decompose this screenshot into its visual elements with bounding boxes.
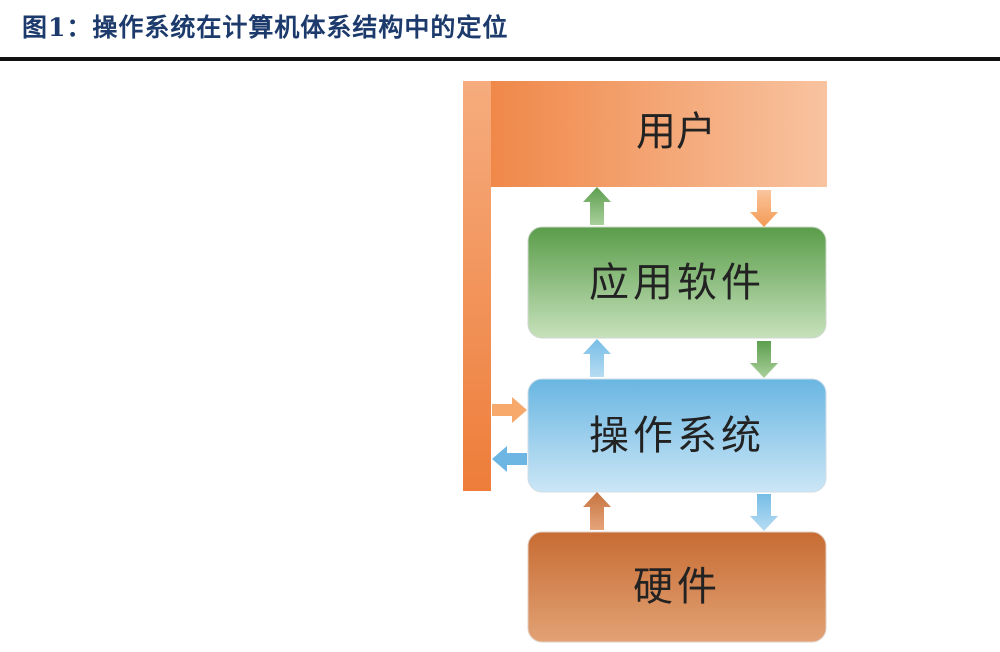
hardware-label: 硬件 (633, 564, 721, 610)
arrow-up-brown-icon (583, 492, 611, 530)
user-label: 用户 (636, 109, 716, 155)
arrow-down-orange-icon (750, 190, 778, 227)
os-box: 操作系统 (527, 378, 827, 493)
arrow-up-green-icon (583, 187, 611, 225)
arrow-right-orange-icon (492, 397, 527, 423)
caption-rule (0, 57, 1000, 61)
app-software-label: 应用软件 (589, 260, 765, 306)
user-layer: 用户 (463, 81, 827, 491)
hardware-box: 硬件 (527, 531, 827, 643)
figure-caption: 图1：操作系统在计算机体系结构中的定位 (22, 13, 509, 42)
os-label: 操作系统 (589, 413, 765, 459)
arrow-up-blue-icon (583, 339, 611, 377)
arrow-down-blue-icon (750, 494, 778, 531)
arrow-left-blue-icon (492, 446, 527, 472)
arrow-down-green-icon (750, 341, 778, 378)
app-software-box: 应用软件 (527, 226, 827, 339)
